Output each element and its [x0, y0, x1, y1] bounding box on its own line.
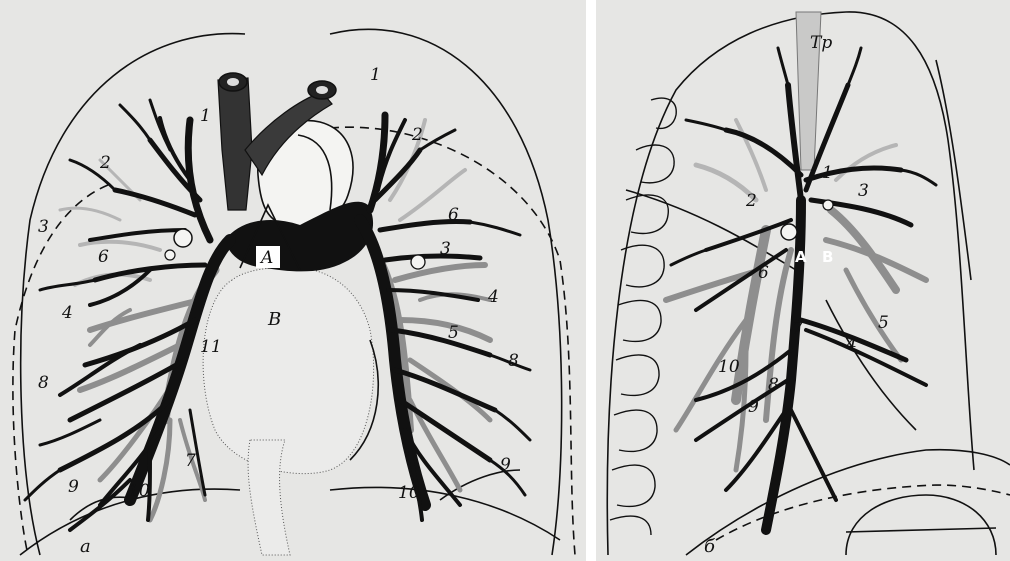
seg-r-8: 8	[38, 373, 49, 393]
seg-r-11: 11	[200, 337, 222, 357]
trachea	[218, 78, 252, 210]
left-bronchus-circle	[411, 255, 425, 269]
panel-a-caption: a	[80, 536, 91, 557]
seg-l-1: 1	[370, 65, 381, 85]
panel-a-frontal-view: A B 1 2 3 6 4 8 9 10 7 11 1 2 6 3 4 5 8 …	[0, 0, 586, 561]
stomach-line	[846, 528, 996, 532]
stomach-dome	[846, 495, 996, 555]
seg-b-4: 4	[845, 335, 857, 355]
spine	[610, 98, 676, 535]
seg-l-3: 3	[440, 239, 451, 259]
seg-b-6: 6	[758, 263, 769, 283]
label-a-lateral: A	[795, 248, 807, 266]
seg-r-2: 2	[99, 153, 111, 173]
right-bronchus-small	[165, 250, 175, 260]
seg-b-1: 1	[822, 163, 833, 183]
seg-r-7: 7	[185, 451, 196, 471]
label-b: B	[267, 309, 281, 330]
label-a: A	[259, 248, 273, 268]
seg-l-6: 6	[448, 205, 459, 225]
seg-l-5: 5	[448, 323, 459, 343]
seg-b-5: 5	[878, 313, 889, 333]
panel-b-drawing: Тр A В 1 2 3 6 7 5 4 10 8 9 б	[596, 0, 1010, 561]
seg-b-9: 9	[748, 397, 759, 417]
seg-l-4: 4	[487, 287, 499, 307]
seg-r-1: 1	[200, 106, 211, 126]
trachea-label: Тр	[810, 33, 832, 53]
seg-l-10: 10	[398, 483, 420, 503]
seg-l-9: 9	[500, 455, 511, 475]
seg-r-3: 3	[38, 217, 49, 237]
seg-r-10: 10	[128, 481, 150, 501]
seg-b-3: 3	[858, 181, 869, 201]
heart-shadow	[203, 268, 373, 474]
lateral-bronchus-circle	[781, 224, 797, 240]
right-vessel-lumen	[227, 78, 239, 86]
seg-b-10: 10	[718, 357, 740, 377]
lateral-bronchus-small	[823, 200, 833, 210]
seg-r-9: 9	[68, 477, 79, 497]
panel-a-drawing: A B 1 2 3 6 4 8 9 10 7 11 1 2 6 3 4 5 8 …	[0, 0, 586, 561]
seg-l-2: 2	[411, 125, 423, 145]
right-bronchus-circle	[174, 229, 192, 247]
seg-b-7: 7	[792, 319, 803, 339]
panel-b-lateral-view: Тр A В 1 2 3 6 7 5 4 10 8 9 б	[596, 0, 1010, 561]
seg-b-2: 2	[745, 191, 757, 211]
seg-b-8: 8	[768, 375, 779, 395]
label-v-lateral: В	[822, 248, 833, 266]
right-arteries	[25, 100, 230, 530]
seg-l-8: 8	[508, 351, 519, 371]
lateral-anterior-edge	[936, 60, 971, 280]
left-vessel-lumen	[316, 86, 328, 94]
left-lung-outline	[330, 29, 562, 555]
seg-r-4: 4	[61, 303, 73, 323]
seg-r-6: 6	[98, 247, 109, 267]
panel-b-caption: б	[704, 536, 716, 557]
